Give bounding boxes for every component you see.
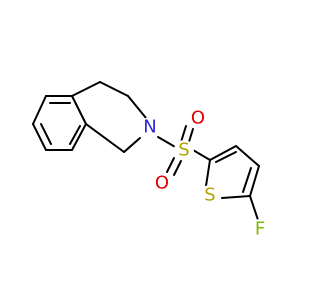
- bond: [71, 123, 87, 151]
- bond: [157, 136, 178, 149]
- bond: [249, 165, 260, 197]
- bond: [32, 123, 47, 151]
- atom-oxygen-bottom: O: [152, 173, 172, 194]
- bond: [32, 95, 47, 125]
- fluorine-label: F: [255, 219, 265, 240]
- double-bond: [173, 160, 182, 176]
- bond: [192, 149, 211, 161]
- double-bond: [166, 157, 175, 173]
- bond: [205, 159, 211, 187]
- bond: [127, 95, 147, 119]
- thiophene-sulfur-label: S: [204, 185, 215, 206]
- oxygen-bottom-label: O: [155, 173, 169, 194]
- bond: [71, 95, 87, 125]
- atom-sulfonyl-sulfur: S: [174, 140, 194, 161]
- piperidine-ring: [71, 81, 147, 153]
- bond: [99, 81, 129, 97]
- double-bond-inner: [215, 151, 237, 163]
- bond: [71, 81, 101, 97]
- double-bond-inner: [69, 125, 81, 145]
- atom-nitrogen: N: [140, 117, 160, 138]
- bond: [209, 145, 237, 161]
- bond: [123, 137, 141, 153]
- thiophene-ring: [205, 145, 260, 199]
- bond: [249, 195, 259, 221]
- atom-fluorine: F: [250, 219, 270, 240]
- atom-thiophene-sulfur: S: [200, 185, 220, 206]
- nitrogen-label: N: [143, 117, 156, 138]
- oxygen-top-label: O: [191, 108, 205, 129]
- molecule-structure: N S O O S F: [32, 81, 270, 240]
- benzene-ring: [32, 95, 87, 151]
- bond: [85, 123, 125, 153]
- double-bond-inner: [40, 123, 52, 145]
- sulfonyl-sulfur-label: S: [178, 140, 189, 161]
- bond: [235, 145, 260, 167]
- atom-oxygen-top: O: [188, 108, 208, 129]
- bond: [221, 195, 251, 199]
- double-bond-inner: [242, 167, 252, 193]
- double-bond: [180, 125, 187, 143]
